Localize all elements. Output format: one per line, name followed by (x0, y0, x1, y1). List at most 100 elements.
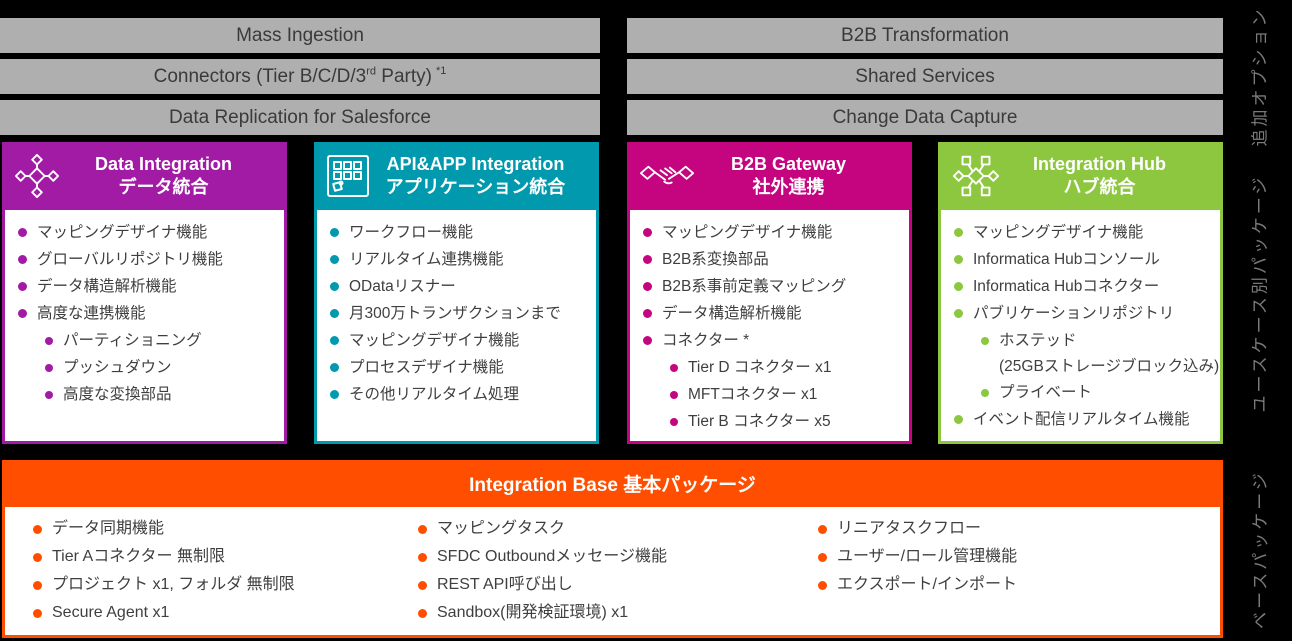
superscript-rd: rd (366, 65, 376, 78)
list-item-label: Informatica Hubコンソール (973, 251, 1160, 268)
list-item-label: Sandbox(開発検証環境) x1 (437, 604, 629, 621)
feature-list: マッピングデザイナ機能 Informatica Hubコンソール Informa… (954, 219, 1219, 433)
base-feature-column-2: マッピングタスク SFDC Outboundメッセージ機能 REST API呼び… (418, 515, 818, 635)
list-item-label: パブリケーションリポジトリ (973, 305, 1175, 322)
list-item: プッシュダウン (18, 354, 280, 381)
hub-network-icon (950, 154, 1002, 198)
list-item: 月300万トランザクションまで (330, 300, 592, 327)
package-title-ja: データ統合 (118, 177, 209, 197)
bullet-dot (45, 337, 53, 345)
bullet-dot (45, 364, 53, 372)
feature-list: マッピングデザイナ機能 グローバルリポジトリ機能 データ構造解析機能 高度な連携… (18, 219, 280, 408)
package-title-en: Data Integration (94, 154, 232, 174)
package-header: B2B Gateway 社外連携 (627, 142, 912, 210)
list-item: Secure Agent x1 (33, 599, 418, 627)
list-item-label: その他リアルタイム処理 (349, 386, 520, 403)
feature-list: ワークフロー機能 リアルタイム連携機能 ODataリスナー 月300万トランザク… (330, 219, 592, 408)
base-package-box: Integration Base 基本パッケージ データ同期機能 Tier Aコ… (2, 460, 1223, 638)
package-header: Integration Hub ハブ統合 (938, 142, 1223, 210)
list-item-label: リアルタイム連携機能 (349, 251, 504, 268)
list-item: データ同期機能 (33, 515, 418, 543)
list-item-label: マッピングデザイナ機能 (662, 224, 833, 241)
list-item: B2B系変換部品 (643, 246, 905, 273)
bullet-dot (643, 336, 652, 345)
list-item: エクスポート/インポート (818, 571, 1212, 599)
list-item-label: Secure Agent x1 (52, 604, 170, 621)
bullet-dot (954, 228, 963, 237)
list-item-label: Tier D コネクター x1 (688, 359, 832, 376)
list-item-label: イベント配信リアルタイム機能 (973, 411, 1190, 428)
bullet-dot (18, 282, 27, 291)
list-item: Informatica Hubコンソール (954, 246, 1216, 273)
bullet-dot (330, 255, 339, 264)
base-package-body: データ同期機能 Tier Aコネクター 無制限 プロジェクト x1, フォルダ … (2, 507, 1223, 638)
list-item-label: プロセスデザイナ機能 (349, 359, 504, 376)
bullet-dot (330, 309, 339, 318)
option-bar-data-replication: Data Replication for Salesforce (0, 100, 600, 135)
bullet-dot (981, 389, 989, 397)
option-bar-change-data-capture: Change Data Capture (627, 100, 1223, 135)
list-item-label: マッピングタスク (437, 520, 566, 537)
side-label-usecase-packages: ユースケース別パッケージ (1226, 142, 1290, 444)
bullet-dot (33, 553, 42, 562)
option-bar-shared-services: Shared Services (627, 59, 1223, 94)
bullet-dot (643, 228, 652, 237)
list-item-label: REST API呼び出し (437, 576, 573, 593)
list-item: マッピングタスク (418, 515, 818, 543)
list-item-label: Informatica Hubコネクター (973, 278, 1160, 295)
bullet-dot (954, 309, 963, 318)
list-item: 高度な変換部品 (18, 381, 280, 408)
bullet-dot (818, 581, 827, 590)
bullet-dot (418, 525, 427, 534)
list-item-label: ユーザー/ロール管理機能 (837, 548, 1018, 565)
list-item-label: B2B系事前定義マッピング (662, 278, 847, 295)
bullet-dot (418, 553, 427, 562)
list-item-label: プッシュダウン (63, 359, 172, 376)
option-bar-label: Connectors (Tier B/C/D/3rd Party)*1 (153, 65, 447, 87)
list-item-label: グローバルリポジトリ機能 (37, 251, 223, 268)
list-item: Tier Aコネクター 無制限 (33, 543, 418, 571)
bullet-dot (33, 525, 42, 534)
package-title-en: Integration Hub (1033, 154, 1166, 174)
list-item: イベント配信リアルタイム機能 (954, 406, 1216, 433)
list-item: ユーザー/ロール管理機能 (818, 543, 1212, 571)
list-item: ワークフロー機能 (330, 219, 592, 246)
package-body: マッピングデザイナ機能 B2B系変換部品 B2B系事前定義マッピング データ構造… (627, 210, 912, 444)
list-item-label: ODataリスナー (349, 278, 456, 295)
list-item-label: ホステッド (999, 332, 1077, 349)
package-box-b2b-gateway: B2B Gateway 社外連携 マッピングデザイナ機能 B2B系変換部品 B2… (627, 142, 912, 444)
option-bar-connectors: Connectors (Tier B/C/D/3rd Party)*1 (0, 59, 600, 94)
bullet-dot (18, 255, 27, 264)
bullet-dot (18, 228, 27, 237)
bullet-dot (818, 553, 827, 562)
list-item: Tier B コネクター x5 (643, 408, 905, 435)
option-bar-label: Shared Services (855, 65, 995, 87)
list-item-label: SFDC Outboundメッセージ機能 (437, 548, 667, 565)
list-item-label: データ同期機能 (52, 520, 165, 537)
bullet-dot (330, 363, 339, 372)
bullet-dot (954, 255, 963, 264)
list-item: マッピングデザイナ機能 (954, 219, 1216, 246)
list-item: SFDC Outboundメッセージ機能 (418, 543, 818, 571)
bullet-dot (330, 336, 339, 345)
bullet-dot (954, 282, 963, 291)
list-item: Sandbox(開発検証環境) x1 (418, 599, 818, 627)
list-item-label: データ構造解析機能 (37, 278, 177, 295)
option-bar-label: B2B Transformation (841, 24, 1009, 46)
bullet-dot (670, 418, 678, 426)
list-item: リニアタスクフロー (818, 515, 1212, 543)
bullet-dot (33, 609, 42, 618)
package-box-data-integration: Data Integration データ統合 マッピングデザイナ機能 グローバル… (2, 142, 287, 444)
list-item-label: ワークフロー機能 (349, 224, 474, 241)
list-item-label: パーティショニング (63, 332, 202, 349)
footnote-marker: *1 (435, 65, 447, 78)
list-item-label: プロジェクト x1, フォルダ 無制限 (52, 576, 295, 593)
list-item-label: コネクター * (662, 332, 750, 349)
package-box-integration-hub: Integration Hub ハブ統合 マッピングデザイナ機能 Informa… (938, 142, 1223, 444)
package-box-api-app-integration: API&APP Integration アプリケーション統合 ワークフロー機能 … (314, 142, 599, 444)
list-item: MFTコネクター x1 (643, 381, 905, 408)
list-item: B2B系事前定義マッピング (643, 273, 905, 300)
package-title-en: API&APP Integration (386, 154, 565, 174)
package-header: Data Integration データ統合 (2, 142, 287, 210)
